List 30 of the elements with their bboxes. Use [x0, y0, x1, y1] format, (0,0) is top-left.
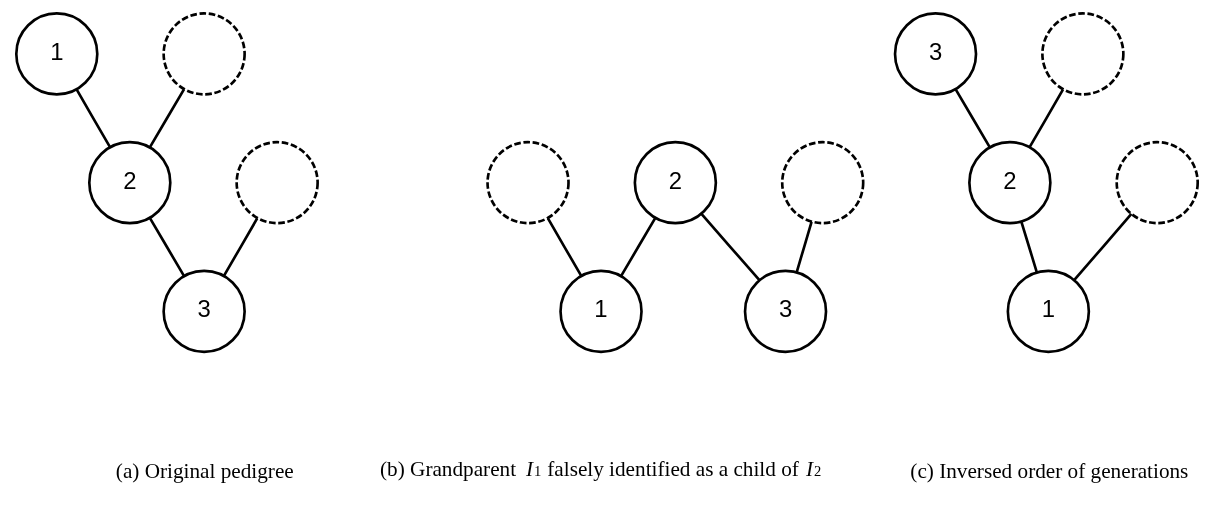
connector	[619, 217, 657, 277]
node-circle: 3	[743, 269, 828, 354]
connector	[75, 89, 112, 148]
connector	[1028, 89, 1065, 148]
node-circle: 3	[893, 12, 978, 96]
connector	[222, 217, 259, 277]
node-circle	[235, 140, 319, 225]
node-circle	[486, 140, 570, 225]
connector	[1073, 213, 1133, 281]
connector	[148, 217, 186, 277]
connector	[700, 213, 761, 281]
connector	[1020, 221, 1039, 273]
node-circle: 2	[88, 140, 172, 225]
label: (a) Original pedigree	[115, 458, 294, 483]
connector	[795, 221, 813, 273]
node-circle: 1	[15, 12, 99, 96]
connector	[954, 89, 991, 148]
node-circle: 1	[559, 269, 643, 354]
node-circle	[1115, 140, 1199, 225]
node-circle: 3	[162, 269, 246, 354]
connector	[546, 217, 583, 277]
label: (c) Inversed order of generations	[910, 458, 1189, 483]
connector	[148, 89, 185, 149]
node-circle: 2	[968, 140, 1052, 225]
node-circle	[1041, 12, 1125, 96]
label: (b) Grandparent I1 falsely identified as a child of I2	[380, 457, 822, 482]
node-circle: 2	[633, 140, 718, 225]
node-circle	[780, 140, 865, 225]
node-circle: 1	[1006, 269, 1091, 354]
node-circle	[162, 12, 246, 96]
